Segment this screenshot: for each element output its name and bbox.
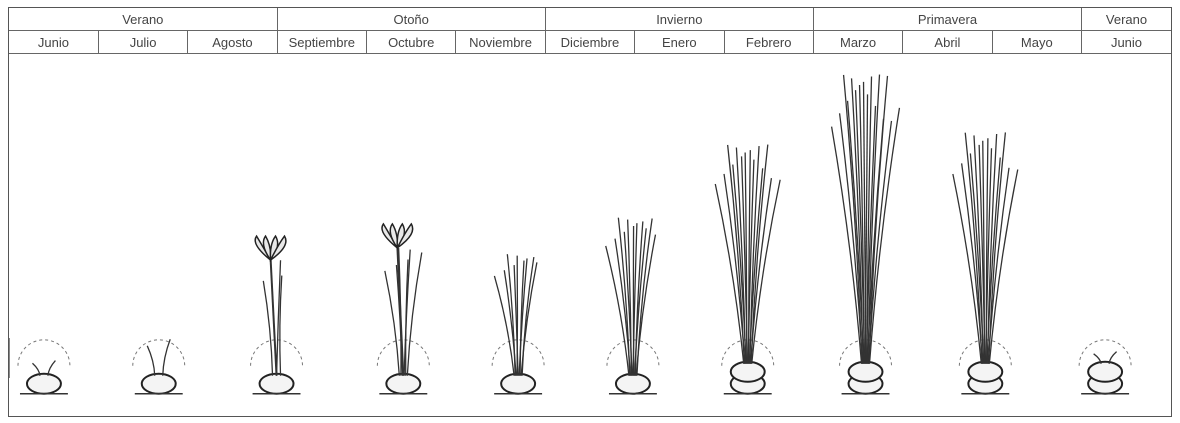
month-label: Mayo xyxy=(992,31,1081,54)
stage-flowering xyxy=(251,236,303,394)
season-label: Otoño xyxy=(277,8,545,31)
seasons-row: VeranoOtoñoInviernoPrimaveraVerano xyxy=(9,8,1171,31)
soil-arc xyxy=(133,340,185,366)
stage-peak-leaves xyxy=(832,75,900,394)
month-label: Enero xyxy=(635,31,724,54)
corm xyxy=(616,374,650,394)
corm xyxy=(1088,362,1122,382)
leaf xyxy=(147,346,154,376)
stage-dormant-new-corms xyxy=(1079,340,1131,394)
month-label: Junio xyxy=(1082,31,1172,54)
leaf xyxy=(962,163,983,363)
months-row: JunioJulioAgostoSeptiembreOctubreNoviemb… xyxy=(9,31,1171,54)
season-label: Primavera xyxy=(813,8,1081,31)
month-label: Junio xyxy=(9,31,98,54)
leaf xyxy=(750,178,771,364)
stage-leaf-growth xyxy=(492,254,544,394)
corm xyxy=(27,374,61,394)
month-label: Agosto xyxy=(188,31,277,54)
month-label: Septiembre xyxy=(277,31,366,54)
month-label: Julio xyxy=(98,31,187,54)
stage-leaf-growth xyxy=(606,218,659,394)
month-label: Octubre xyxy=(367,31,456,54)
month-label: Febrero xyxy=(724,31,813,54)
stage-senescence xyxy=(953,132,1018,393)
leaf xyxy=(385,271,399,376)
stage-sprouting xyxy=(133,339,185,393)
season-label: Verano xyxy=(9,8,277,31)
stage-flowering-leaves xyxy=(377,224,429,394)
leaf xyxy=(724,174,745,364)
leaf xyxy=(988,168,1009,364)
month-label: Marzo xyxy=(813,31,902,54)
corm xyxy=(968,362,1002,382)
leaf xyxy=(606,246,629,376)
corm xyxy=(731,362,765,382)
stage-leaf-growth xyxy=(715,145,780,394)
month-label: Diciembre xyxy=(545,31,634,54)
season-label: Verano xyxy=(1082,8,1172,31)
corm xyxy=(386,374,420,394)
phenology-diagram: VeranoOtoñoInviernoPrimaveraVerano Junio… xyxy=(8,7,1172,417)
corm xyxy=(260,374,294,394)
month-label: Noviembre xyxy=(456,31,545,54)
season-label: Invierno xyxy=(545,8,813,31)
calendar-header: VeranoOtoñoInviernoPrimaveraVerano Junio… xyxy=(9,8,1171,54)
month-label: Abril xyxy=(903,31,992,54)
leaf xyxy=(280,276,282,376)
leaf xyxy=(832,127,862,364)
corm xyxy=(142,374,176,394)
soil-arc xyxy=(18,340,70,366)
leaf xyxy=(263,281,272,376)
corm xyxy=(501,374,535,394)
stage-dormant-corm xyxy=(18,340,70,394)
frame-tick xyxy=(9,338,10,378)
corm xyxy=(849,362,883,382)
leaf xyxy=(163,339,170,375)
growth-stages-illustration xyxy=(9,54,1171,416)
